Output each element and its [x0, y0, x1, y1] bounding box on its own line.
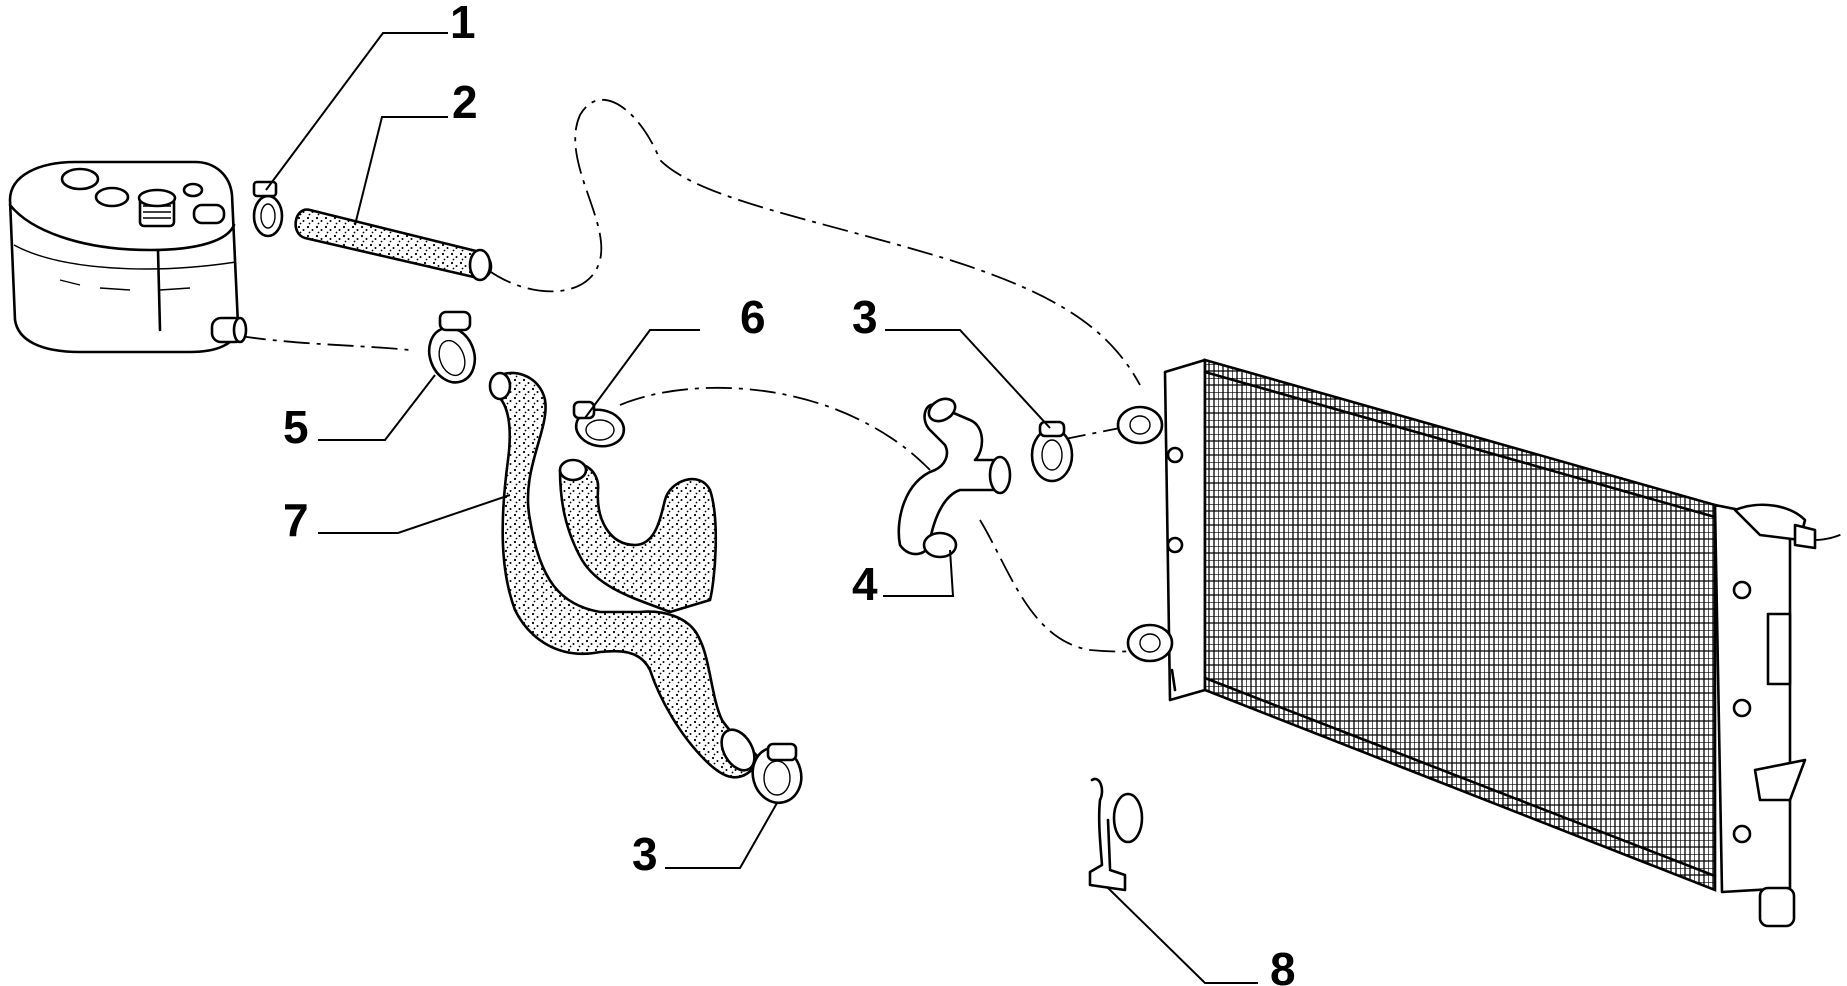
- hose-clamp-5: [427, 310, 477, 384]
- expansion-tank: [8, 160, 248, 354]
- callout-labels: 1 2 3 3 4 5 6 7 8: [283, 0, 1296, 986]
- hose-clamp-3-lower: [751, 742, 803, 805]
- callout-7: 7: [283, 494, 309, 546]
- callout-4: 4: [852, 558, 878, 610]
- spring-clip-8: [1088, 777, 1144, 892]
- radiator: [1116, 358, 1817, 928]
- callout-8: 8: [1270, 943, 1296, 986]
- connection-paths: [239, 98, 1843, 653]
- callout-5: 5: [283, 401, 309, 453]
- callout-3-lower: 3: [632, 828, 658, 880]
- leader-lines: [265, 32, 1258, 984]
- straight-hose-2: [294, 208, 493, 282]
- callout-6: 6: [740, 291, 766, 343]
- hose-clip-1: [252, 180, 284, 238]
- elbow-fitting-4: [897, 397, 1012, 559]
- hose-clamp-3-upper: [1030, 420, 1074, 483]
- hose-clamp-6: [572, 400, 626, 448]
- callout-3-upper: 3: [852, 291, 878, 343]
- callout-1: 1: [450, 0, 476, 48]
- branched-hose-7: [488, 371, 762, 779]
- callout-2: 2: [452, 76, 478, 128]
